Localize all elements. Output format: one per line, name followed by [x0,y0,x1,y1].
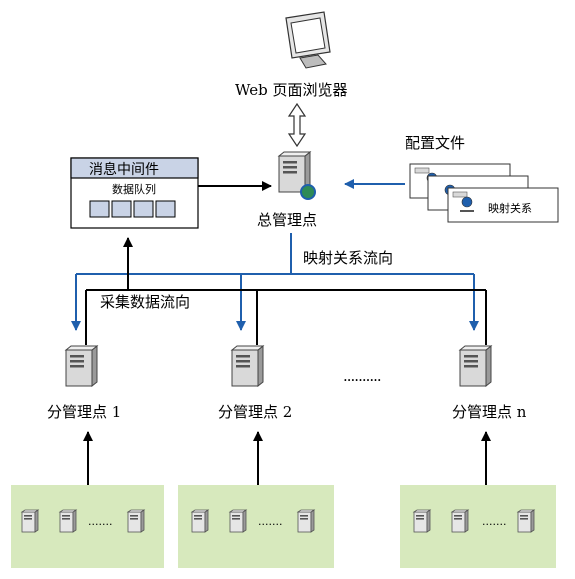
cluster-n [400,485,556,568]
node-label-1: 分管理点 1 [47,403,121,421]
cluster-2 [178,485,334,568]
cluster-1 [11,485,164,568]
sub-server-icon-2 [231,345,264,387]
cluster-ellipsis-1: ······· [88,518,112,531]
sub-server-icon-n [459,345,492,387]
message-middleware-box [70,157,199,229]
node-ellipsis: ·········· [343,371,381,389]
master-server-icon [278,151,316,200]
mapping-flow-lines [71,233,479,331]
master-label: 总管理点 [257,211,317,229]
cluster-ellipsis-2: ······· [258,518,282,531]
cluster-ellipsis-n: ······· [482,518,506,531]
node-label-n: 分管理点 n [452,403,527,421]
config-label: 配置文件 [405,134,465,152]
node-label-2: 分管理点 2 [218,403,292,421]
monitor-icon [285,11,331,69]
middleware-title: 消息中间件 [89,161,159,178]
queue-label: 数据队列 [112,182,156,196]
mapping-flow-label: 映射关系流向 [303,249,393,267]
mapping-doc-label: 映射关系 [488,201,532,215]
collect-flow-label: 采集数据流向 [100,293,190,311]
collect-flow-lines [85,237,487,345]
sub-server-icon-1 [65,345,98,387]
browser-label: Web 页面浏览器 [235,81,347,99]
bidirectional-arrow [287,102,307,148]
queue-cells [89,200,176,218]
config-files-icon [409,163,559,223]
